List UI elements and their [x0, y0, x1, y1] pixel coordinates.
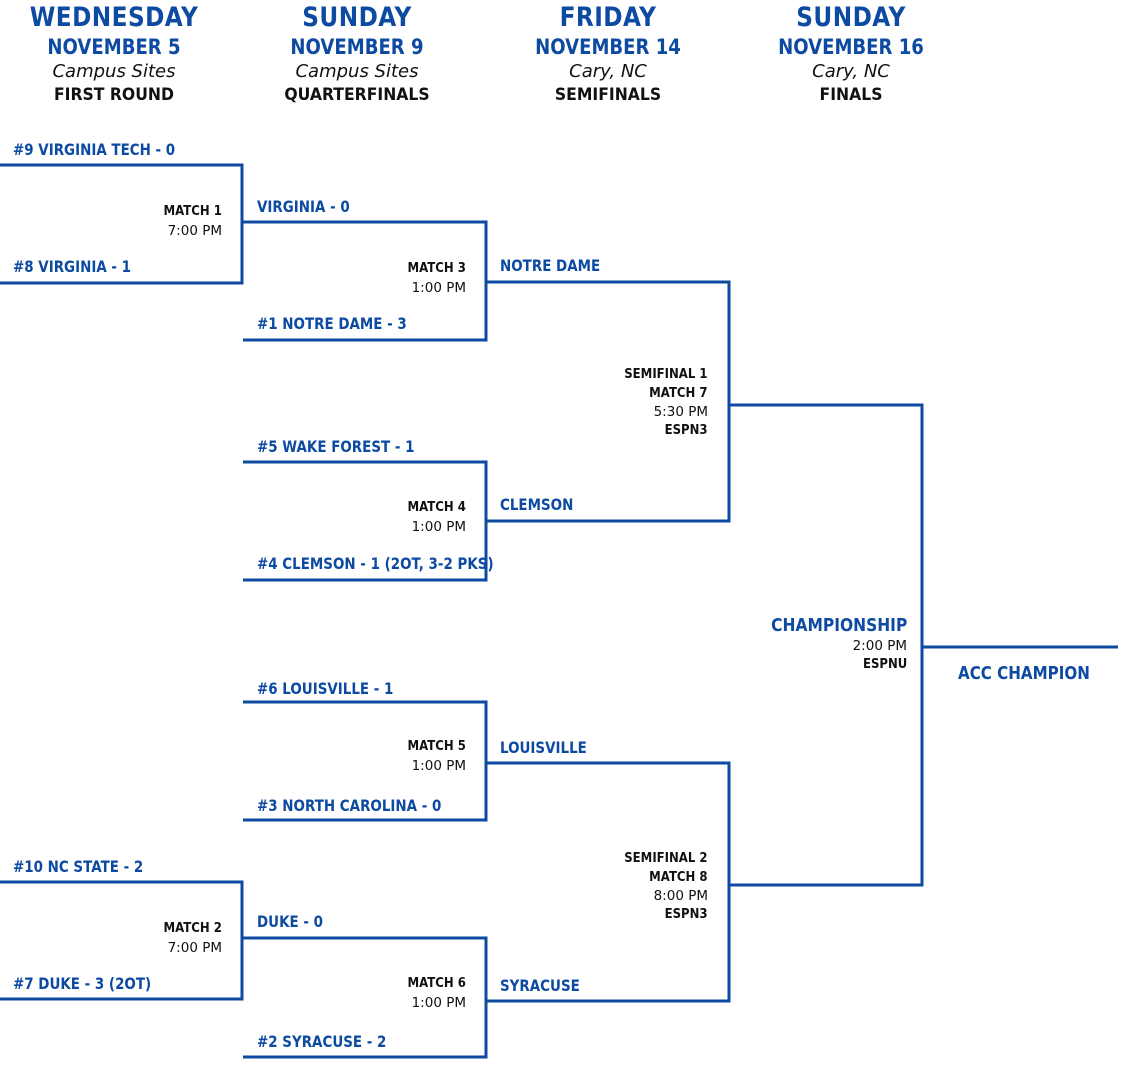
team-m1-top: #9 VIRGINIA TECH - 0 [13, 140, 176, 159]
match-label: MATCH 8 [649, 869, 708, 885]
match-label: MATCH 1 [163, 204, 222, 219]
header-day: SUNDAY [796, 2, 906, 33]
header-round: QUARTERFINALS [284, 85, 430, 105]
header-day: FRIDAY [559, 2, 657, 33]
match-time: 1:00 PM [411, 279, 466, 296]
header-round: SEMIFINALS [554, 85, 662, 105]
team-m6-bottom: #2 SYRACUSE - 2 [257, 1032, 387, 1051]
header-date: NOVEMBER 5 [47, 35, 181, 59]
match3-info: MATCH 3 1:00 PM [401, 260, 466, 297]
acc-champion-label: ACC CHAMPION [958, 663, 1090, 684]
team-m4-top: #5 WAKE FOREST - 1 [257, 437, 415, 456]
team-m5-top: #6 LOUISVILLE - 1 [257, 679, 394, 698]
semifinal2-info: SEMIFINAL 2 MATCH 8 8:00 PM ESPN3 [615, 850, 708, 924]
match6-info: MATCH 6 1:00 PM [401, 975, 466, 1012]
team-m3-top: VIRGINIA - 0 [257, 197, 350, 216]
header-quarterfinals: SUNDAY NOVEMBER 9 Campus Sites QUARTERFI… [237, 0, 477, 104]
team-m6-top: DUKE - 0 [257, 912, 323, 931]
semifinal1-info: SEMIFINAL 1 MATCH 7 5:30 PM ESPN3 [615, 366, 708, 440]
match-time: 5:30 PM [653, 404, 708, 420]
team-s2-bottom: SYRACUSE [500, 976, 580, 995]
match-time: 2:00 PM [852, 638, 907, 654]
match-label: MATCH 4 [407, 500, 466, 515]
header-site: Cary, NC [569, 61, 647, 82]
header-finals: SUNDAY NOVEMBER 16 Cary, NC FINALS [731, 0, 971, 104]
tv-network: ESPN3 [665, 422, 708, 438]
tv-network: ESPN3 [665, 906, 708, 922]
match-time: 1:00 PM [411, 757, 466, 774]
match-time: 7:00 PM [167, 939, 222, 956]
match2-info: MATCH 2 7:00 PM [157, 920, 222, 957]
team-m4-bottom: #4 CLEMSON - 1 (2OT, 3-2 PKS) [257, 554, 494, 573]
semifinal-title: SEMIFINAL 2 [624, 851, 708, 866]
match-label: MATCH 2 [163, 921, 222, 936]
team-m5-bottom: #3 NORTH CAROLINA - 0 [257, 796, 442, 815]
match5-info: MATCH 5 1:00 PM [401, 738, 466, 775]
team-m3-bottom: #1 NOTRE DAME - 3 [257, 314, 407, 333]
header-round: FIRST ROUND [53, 85, 175, 105]
header-day: SUNDAY [302, 2, 412, 33]
championship-info: CHAMPIONSHIP 2:00 PM ESPNU [749, 615, 907, 674]
team-m2-top: #10 NC STATE - 2 [13, 857, 144, 876]
match-label: MATCH 6 [407, 976, 466, 991]
match1-info: MATCH 1 7:00 PM [157, 203, 222, 240]
header-site: Campus Sites [295, 61, 419, 82]
match-label: MATCH 7 [649, 385, 708, 401]
header-site: Campus Sites [52, 61, 176, 82]
header-date: NOVEMBER 9 [290, 35, 424, 59]
header-site: Cary, NC [812, 61, 890, 82]
team-s1-top: NOTRE DAME [500, 256, 601, 275]
match-time: 7:00 PM [167, 222, 222, 239]
match-time: 1:00 PM [411, 518, 466, 535]
team-m2-bottom: #7 DUKE - 3 (2OT) [13, 974, 152, 993]
match-label: MATCH 3 [407, 261, 466, 276]
header-semifinals: FRIDAY NOVEMBER 14 Cary, NC SEMIFINALS [488, 0, 728, 104]
championship-title: CHAMPIONSHIP [770, 615, 907, 636]
header-round: FINALS [819, 85, 883, 105]
match-time: 1:00 PM [411, 994, 466, 1011]
team-s1-bottom: CLEMSON [500, 495, 574, 514]
header-day: WEDNESDAY [29, 2, 199, 33]
match-label: MATCH 5 [407, 739, 466, 754]
team-s2-top: LOUISVILLE [500, 738, 587, 757]
match-time: 8:00 PM [653, 888, 708, 904]
header-date: NOVEMBER 16 [778, 35, 924, 59]
team-m1-bottom: #8 VIRGINIA - 1 [13, 257, 132, 276]
semifinal-title: SEMIFINAL 1 [624, 367, 708, 382]
match4-info: MATCH 4 1:00 PM [401, 499, 466, 536]
tv-network: ESPNU [862, 656, 907, 672]
header-date: NOVEMBER 14 [535, 35, 681, 59]
header-first-round: WEDNESDAY NOVEMBER 5 Campus Sites FIRST … [0, 0, 234, 104]
